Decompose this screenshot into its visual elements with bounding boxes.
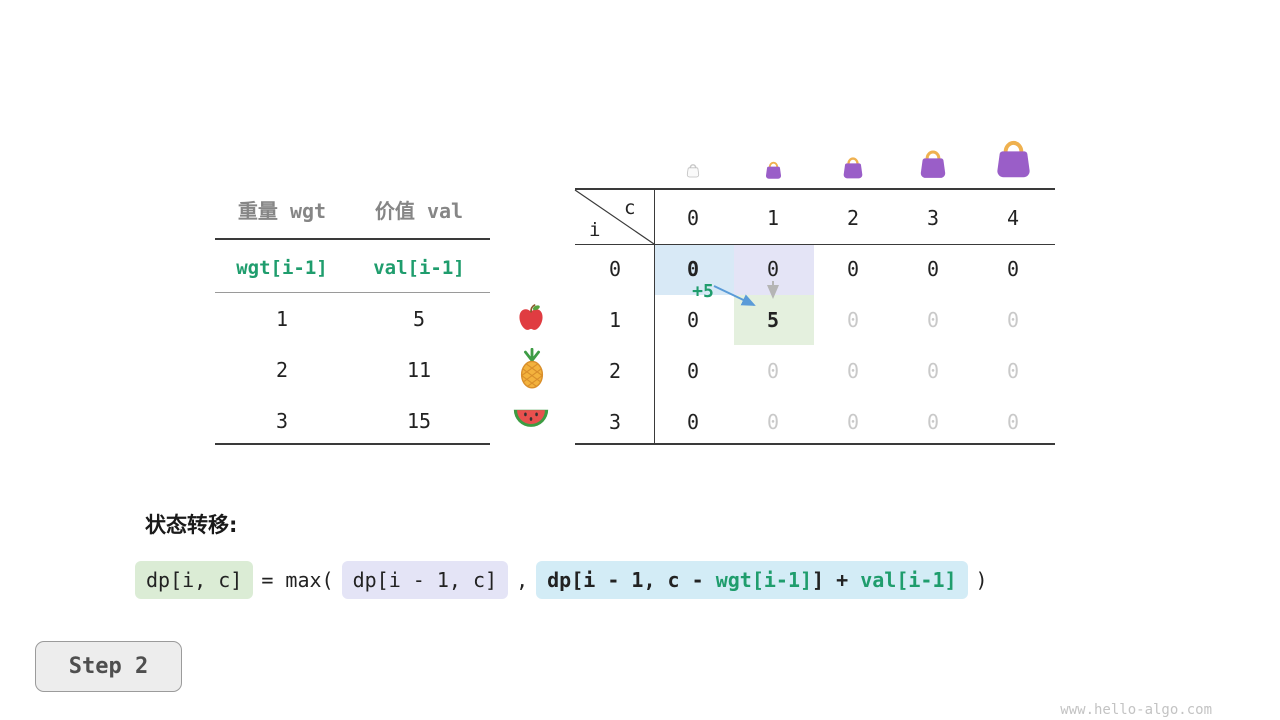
- apple-icon: [515, 302, 547, 334]
- dp-table-rule-header: [575, 244, 1055, 245]
- dp-cell-1-3: 0: [926, 308, 940, 332]
- dp-corner-row-var: i: [589, 219, 601, 241]
- item-row-val: 5: [412, 307, 426, 331]
- dp-row-header: 3: [608, 410, 622, 434]
- transition-add-annotation: +5: [692, 281, 714, 302]
- dp-col-header: 4: [1006, 206, 1020, 230]
- dp-row-header: 2: [608, 359, 622, 383]
- item-table-rule-mid: [215, 292, 490, 293]
- dp-cell-2-4: 0: [1006, 359, 1020, 383]
- dp-cell-0-3: 0: [926, 257, 940, 281]
- dp-col-header: 0: [686, 206, 700, 230]
- step-badge: Step 2: [35, 641, 182, 692]
- dp-cell-3-0: 0: [686, 410, 700, 434]
- bag-size4-icon: [991, 135, 1036, 180]
- formula-take-prefix: dp[i - 1, c -: [547, 568, 716, 592]
- pineapple-icon: [516, 348, 548, 390]
- dp-table-rule-vertical: [654, 188, 655, 445]
- item-row-val: 11: [406, 358, 432, 382]
- dp-col-header: 1: [766, 206, 780, 230]
- dp-table-rule-top: [575, 188, 1055, 190]
- item-col-weight-header: 重量 wgt: [237, 199, 327, 223]
- watermelon-icon: [512, 406, 550, 432]
- item-row-wgt: 2: [275, 358, 289, 382]
- item-row-val: 15: [406, 409, 432, 433]
- dp-cell-0-1: 0: [766, 257, 780, 281]
- formula-row: dp[i, c] = max( dp[i - 1, c] , dp[i - 1,…: [135, 556, 988, 604]
- dp-cell-3-3: 0: [926, 410, 940, 434]
- formula-take-mid: ] +: [812, 568, 861, 592]
- corner-diagonal-line: [574, 189, 655, 245]
- bag-size3-icon: [916, 146, 950, 180]
- item-row-wgt: 3: [275, 409, 289, 433]
- dp-cell-3-4: 0: [1006, 410, 1020, 434]
- formula-equals-max: = max(: [261, 568, 334, 592]
- dp-col-header: 3: [926, 206, 940, 230]
- dp-corner-col-var: c: [624, 197, 636, 219]
- dp-cell-0-4: 0: [1006, 257, 1020, 281]
- dp-cell-1-2: 0: [846, 308, 860, 332]
- item-row-wgt: 1: [275, 307, 289, 331]
- watermark: www.hello-algo.com: [1060, 702, 1212, 718]
- item-subheader-wgt: wgt[i-1]: [236, 257, 328, 279]
- dp-cell-3-1: 0: [766, 410, 780, 434]
- dp-cell-0-2: 0: [846, 257, 860, 281]
- item-table-rule-top: [215, 238, 490, 240]
- formula-close-paren: ): [975, 568, 988, 592]
- dp-cell-1-0: 0: [686, 308, 700, 332]
- formula-term-skip: dp[i - 1, c]: [341, 561, 509, 599]
- dp-cell-2-1: 0: [766, 359, 780, 383]
- formula-term-current: dp[i, c]: [135, 561, 254, 599]
- item-subheader-val: val[i-1]: [373, 257, 465, 279]
- dp-col-header: 2: [846, 206, 860, 230]
- bag-size2-icon: [840, 154, 866, 180]
- dp-cell-1-4: 0: [1006, 308, 1020, 332]
- dp-cell-2-3: 0: [926, 359, 940, 383]
- formula-comma: ,: [516, 568, 529, 592]
- dp-cell-3-2: 0: [846, 410, 860, 434]
- formula-take-val: val[i-1]: [860, 568, 957, 592]
- formula-term-take: dp[i - 1, c - wgt[i-1]] + val[i-1]: [536, 561, 968, 599]
- dp-row-header: 0: [608, 257, 622, 281]
- bag-size1-icon: [763, 159, 784, 180]
- dp-cell-2-2: 0: [846, 359, 860, 383]
- item-col-value-header: 价值 val: [374, 199, 464, 223]
- dp-cell-2-0: 0: [686, 359, 700, 383]
- transition-label: 状态转移:: [145, 513, 238, 537]
- dp-cell-1-1: 5: [766, 308, 780, 332]
- dp-table-rule-bottom: [575, 443, 1055, 445]
- dp-cell-0-0: 0: [686, 257, 700, 281]
- item-table-rule-bottom: [215, 443, 490, 445]
- bag-empty-icon: [685, 162, 701, 178]
- dp-row-header: 1: [608, 308, 622, 332]
- formula-take-wgt: wgt[i-1]: [715, 568, 813, 592]
